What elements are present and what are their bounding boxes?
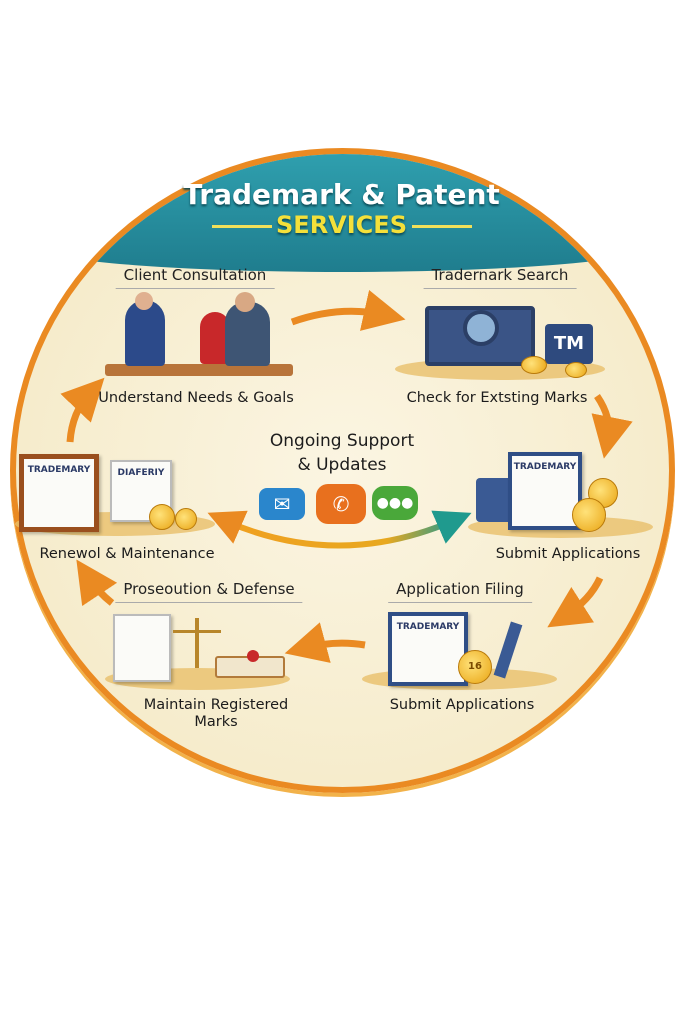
step-caption: Maintain Registered Marks (143, 697, 289, 730)
subtitle: SERVICES (276, 211, 407, 239)
step-heading-application-filing: Application Filing (388, 580, 532, 603)
chat-icon: ●●● (372, 486, 418, 520)
arrow-down-right (591, 394, 633, 459)
consultation-illustration (105, 292, 293, 382)
center-title: Ongoing Support (269, 431, 415, 451)
arrow-up-left (76, 559, 118, 607)
phone-icon: ✆ (316, 484, 366, 524)
step-heading-client-consultation: Client Consultation (115, 266, 275, 289)
doc-label: TRADEMARY (19, 454, 99, 532)
tm-badge: TM (545, 324, 593, 364)
renewal-illustration: TRADEMARY DIAFERIY (15, 452, 225, 538)
coin: 16 (458, 650, 492, 684)
divider (212, 225, 272, 228)
arrow-up (60, 377, 105, 443)
divider (412, 225, 472, 228)
center-title-2: & Updates (297, 455, 387, 475)
step-caption: Understand Needs & Goals (98, 390, 294, 406)
doc-label: TRADEMARY (508, 452, 582, 530)
step-heading-prosecution: Proseoution & Defense (115, 580, 303, 603)
step-caption: Submit Applications (389, 697, 535, 713)
envelope-icon: ✉ (259, 488, 305, 520)
prosecution-illustration (105, 612, 295, 692)
doc-label: TRADEMARY (388, 612, 468, 686)
arrow-left (284, 622, 366, 663)
title: Trademark & Patent (183, 178, 500, 211)
step-caption: Renewol & Maintenance (39, 546, 215, 562)
arrow-down-left (547, 576, 604, 628)
step-heading-trademark-search: Tradernark Search (423, 266, 577, 289)
title-banner (16, 154, 669, 272)
step-caption: Submit Applications (495, 546, 641, 562)
arrow-cycle-center (226, 510, 472, 549)
step-caption: Check for Extsting Marks (406, 390, 588, 406)
filing-illustration: TRADEMARY 16 (362, 612, 562, 692)
arrow-right (290, 289, 406, 331)
submit-illustration: TRADEMARY (468, 452, 658, 542)
search-illustration: TM (385, 296, 615, 386)
